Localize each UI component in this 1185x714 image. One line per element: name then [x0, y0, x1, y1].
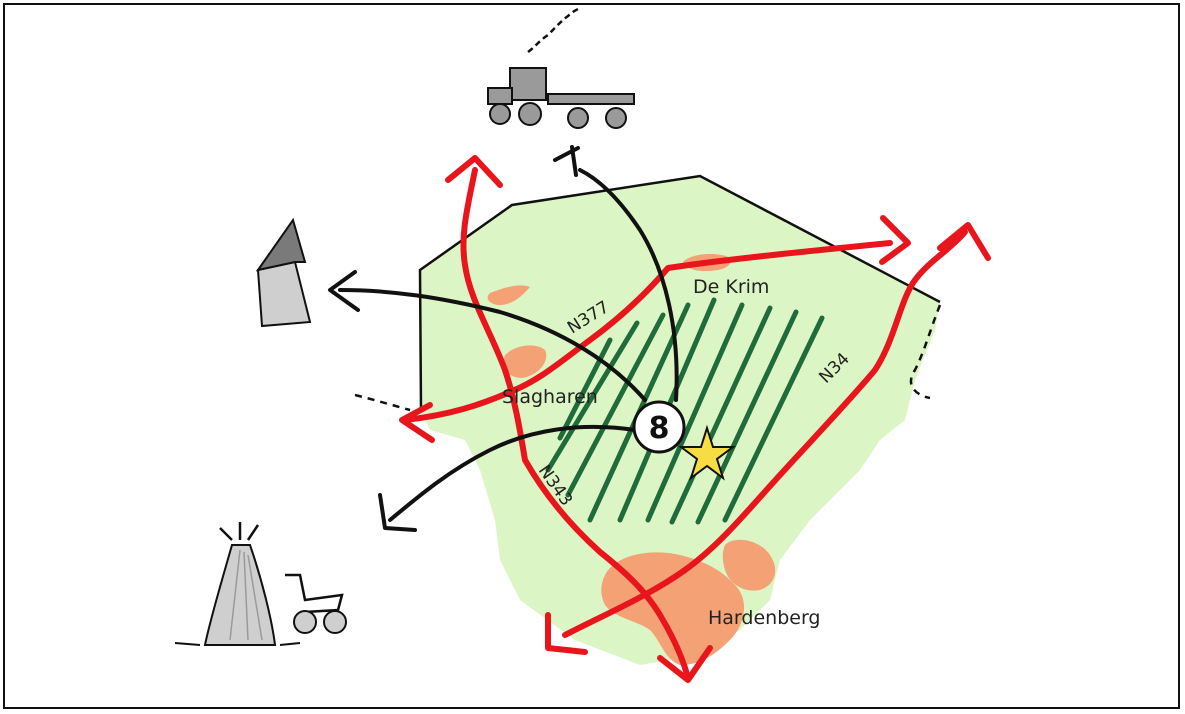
town-patch-north — [487, 285, 530, 306]
road-n377 — [402, 240, 893, 423]
cart-icon — [285, 573, 347, 634]
flow-arrow-to-waste — [388, 424, 637, 522]
town-patch-hardenberg-east — [722, 539, 776, 591]
road-n343 — [460, 167, 691, 681]
flow-arrows — [328, 145, 679, 532]
flow-arrow-to-tractor — [578, 168, 679, 402]
road-n34 — [562, 229, 968, 638]
region-border-dashed-east — [909, 304, 942, 400]
site-badge[interactable]: 8 — [632, 400, 686, 454]
field-stripes — [545, 297, 825, 525]
town-patches — [487, 254, 776, 665]
region-border — [418, 174, 941, 411]
town-patch-hardenberg-main — [601, 552, 745, 665]
waste-bag-icon — [174, 522, 301, 646]
star-icon[interactable] — [678, 424, 736, 481]
region-border-dashed-west — [354, 393, 411, 412]
building-icon — [255, 217, 312, 328]
road-arrowheads — [399, 155, 991, 683]
roads — [402, 167, 968, 681]
town-patch-slagharen — [503, 345, 547, 378]
town-label-hardenberg: Hardenberg — [708, 607, 821, 629]
flow-arrow-to-building — [338, 288, 647, 402]
tractor-trailer-icon — [487, 6, 635, 129]
town-label-de-krim: De Krim — [693, 276, 769, 298]
site-badge-number: 8 — [649, 411, 670, 446]
town-label-slagharen: Slagharen — [502, 386, 598, 408]
